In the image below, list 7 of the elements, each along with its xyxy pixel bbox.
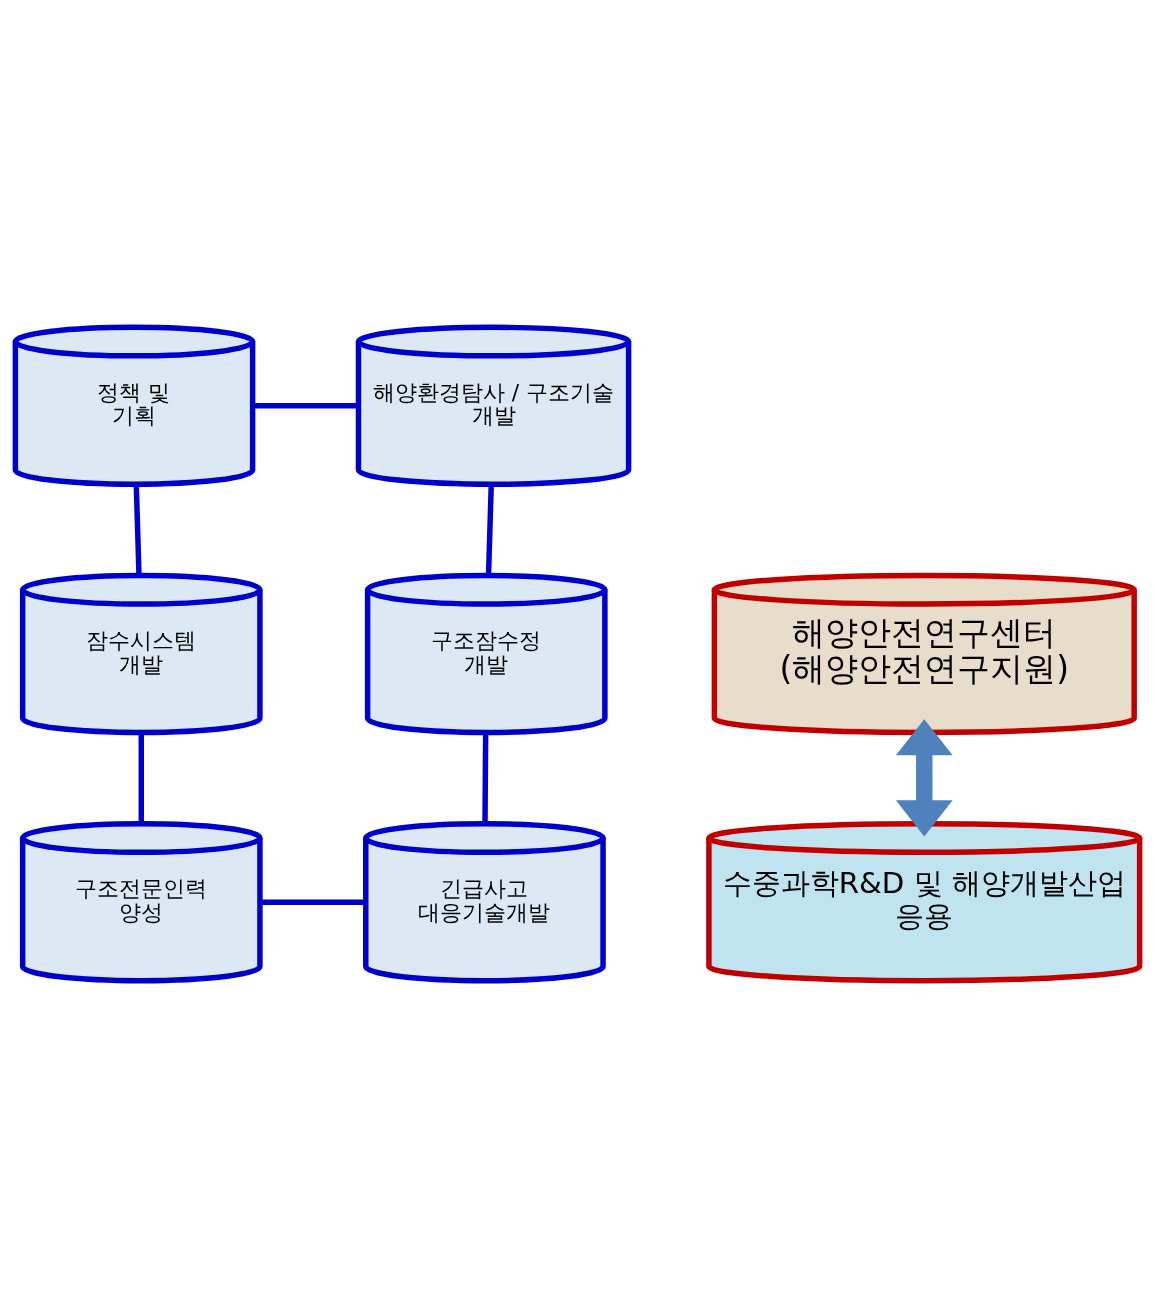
connector xyxy=(133,484,142,575)
connector xyxy=(485,484,494,575)
arrow xyxy=(895,719,953,837)
connector xyxy=(138,732,145,824)
connector xyxy=(252,403,359,409)
connector xyxy=(482,732,489,824)
connector xyxy=(260,899,366,905)
